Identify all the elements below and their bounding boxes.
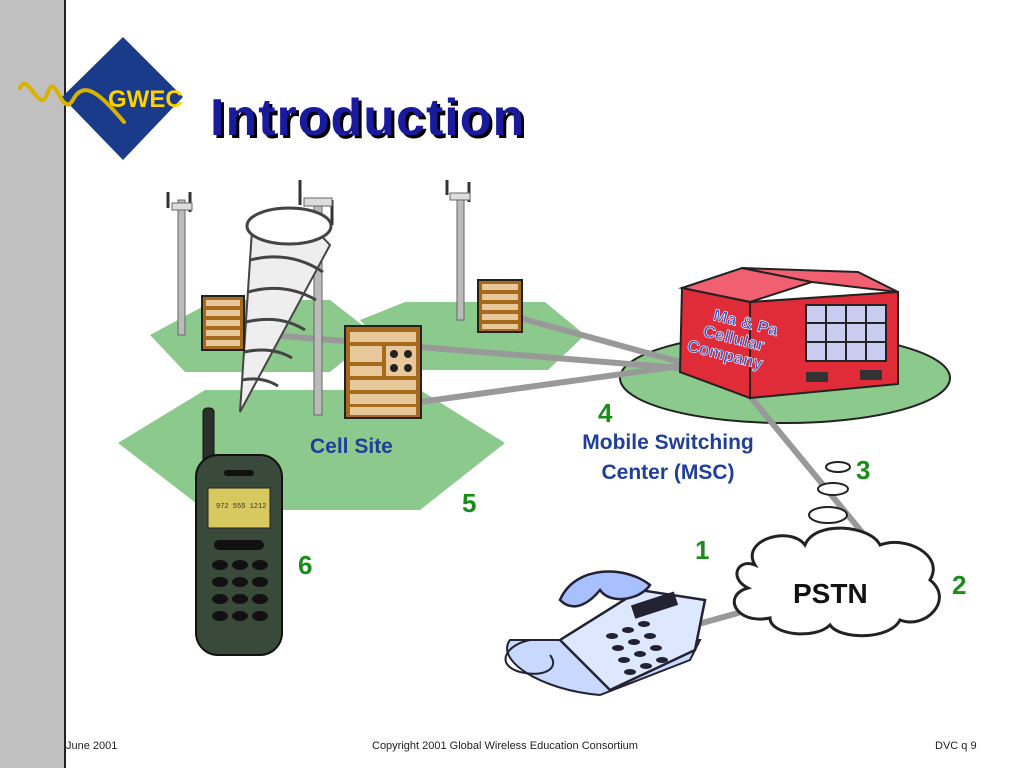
pstn-cloud [732, 526, 941, 638]
step-number-4: 4 [598, 398, 613, 428]
footer-copyright: Copyright 2001 Global Wireless Education… [372, 740, 638, 752]
step-number-1: 1 [695, 535, 710, 565]
base-station-right [477, 279, 523, 333]
pstn-thought-bubbles [808, 461, 851, 524]
mobile-phone [195, 407, 283, 656]
landline-phone [504, 570, 707, 697]
msc-label: Mobile Switching Center (MSC) [548, 428, 788, 488]
radio-signal-cone [239, 206, 333, 413]
msc-building: Ma & Pa Cellular Company [678, 266, 899, 400]
antenna-right [445, 180, 471, 321]
slide-sidebar [0, 0, 66, 768]
base-station-left [201, 295, 245, 351]
pstn-label: PSTN [793, 578, 868, 609]
slide-title: Introduction [210, 89, 526, 147]
step-number-3: 3 [856, 455, 871, 485]
gwec-logo: GWEC [18, 37, 183, 160]
step-number-2: 2 [952, 570, 967, 600]
antenna-center [298, 180, 334, 416]
logo-text: GWEC [108, 86, 183, 113]
footer-page-number: DVC q 9 [935, 740, 977, 752]
base-station-center [344, 325, 422, 419]
msc-label-line-1: Mobile Switching [582, 431, 754, 454]
footer-date: June 2001 [66, 740, 118, 752]
step-number-5: 5 [462, 488, 477, 518]
msc-label-line-2: Center (MSC) [601, 461, 735, 484]
phone-display-number: 972 555 1212 [216, 503, 267, 511]
step-number-6: 6 [298, 550, 313, 580]
antenna-left [166, 192, 193, 336]
cell-site-label: Cell Site [310, 435, 393, 458]
